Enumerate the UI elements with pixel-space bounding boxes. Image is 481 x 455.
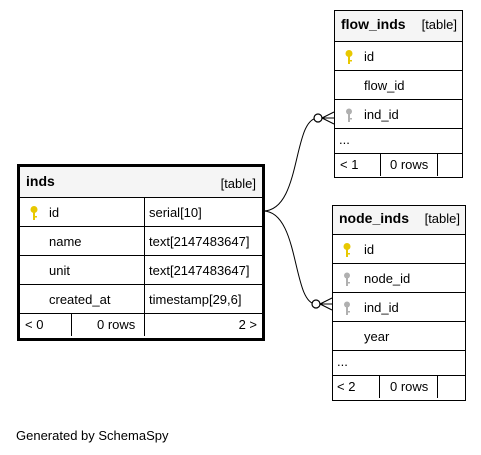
column-type: serial[10] [149,205,202,220]
column-row-name[interactable]: name text[2147483647] [20,227,262,256]
column-name: node_id [364,271,411,286]
divider [144,256,145,284]
column-name: ind_id [364,107,399,122]
divider [437,154,438,176]
row-count: 0 rows [97,317,136,332]
column-row-year[interactable]: year [333,322,465,351]
row-count: 0 rows [390,379,429,394]
column-name: id [364,49,375,64]
foreign-key-icon [344,301,350,315]
column-type: text[2147483647] [149,263,250,278]
column-type: text[2147483647] [149,234,250,249]
table-footer: < 2 0 rows [333,376,465,398]
table-name: flow_inds [341,16,406,32]
primary-key-icon [345,50,353,64]
column-row-created-at[interactable]: created_at timestamp[29,6] [20,285,262,314]
table-header: inds [table] [20,167,262,198]
ellipsis: ... [337,354,348,369]
parents-count[interactable]: < 0 [25,317,44,332]
divider [144,198,145,226]
divider [380,154,381,176]
column-row-ind-id[interactable]: ind_id [335,100,462,129]
column-type: timestamp[29,6] [149,292,242,307]
table-inds[interactable]: inds [table] id serial[10] name text[214… [17,164,265,341]
column-name: unit [49,263,70,278]
table-footer: < 0 0 rows 2 > [20,314,262,336]
divider [144,314,145,336]
divider [71,314,72,336]
column-name: created_at [49,292,111,307]
divider [144,285,145,313]
column-row-flow-id[interactable]: flow_id [335,71,462,100]
column-name: id [364,242,375,257]
ellipsis: ... [339,132,350,147]
primary-key-icon [30,206,38,220]
row-count: 0 rows [390,157,429,172]
column-row-id[interactable]: id serial[10] [20,198,262,227]
relation-crowfoot [319,297,333,311]
parents-count[interactable]: < 1 [340,157,359,172]
more-columns: ... [333,351,465,376]
table-node-inds[interactable]: node_inds [table] id node_id ind_id year… [332,205,466,401]
generator-credit: Generated by SchemaSpy [16,428,169,443]
table-header: flow_inds [table] [335,11,462,42]
table-kind: [table] [424,211,460,226]
column-row-ind-id[interactable]: ind_id [333,293,465,322]
column-name: name [49,234,82,249]
foreign-key-icon [344,272,350,286]
column-row-node-id[interactable]: node_id [333,264,465,293]
relation-line-node-inds [262,210,317,305]
column-name: flow_id [364,78,405,93]
table-kind: [table] [421,17,457,32]
table-name: node_inds [339,210,410,226]
primary-key-icon [343,243,351,257]
divider [437,376,438,398]
column-name: id [49,205,60,220]
divider [144,227,145,255]
relation-line-flow-inds [262,117,319,212]
relation-optional-marker [313,113,323,123]
more-columns: ... [335,129,462,154]
column-row-unit[interactable]: unit text[2147483647] [20,256,262,285]
column-name: ind_id [364,300,399,315]
parents-count[interactable]: < 2 [337,379,356,394]
column-name: year [364,329,390,344]
column-row-id[interactable]: id [335,42,462,71]
relation-crowfoot [321,111,335,125]
column-row-id[interactable]: id [333,235,465,264]
relation-optional-marker [311,299,321,309]
table-flow-inds[interactable]: flow_inds [table] id flow_id ind_id ... … [334,10,463,178]
table-kind: [table] [220,176,256,191]
divider [379,376,380,398]
table-header: node_inds [table] [333,206,465,235]
children-count[interactable]: 2 > [238,317,257,332]
table-footer: < 1 0 rows [335,154,462,176]
foreign-key-icon [346,108,352,122]
table-name: inds [26,173,55,189]
